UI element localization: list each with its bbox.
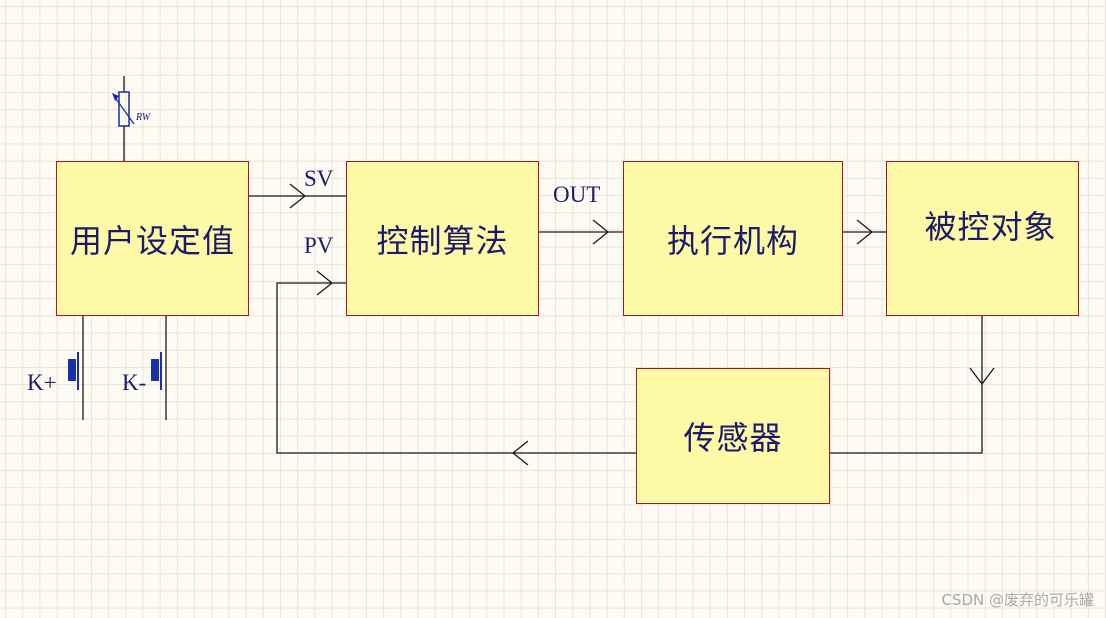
feedback-wire-left — [276, 282, 636, 454]
controlled-object-block: 被控对象 — [886, 161, 1079, 316]
out-arrow — [592, 219, 610, 245]
actuator-to-object-arrow — [856, 219, 874, 245]
sv-arrow — [289, 183, 307, 209]
pv-label: PV — [304, 233, 334, 258]
sv-label: SV — [304, 166, 334, 191]
control-algorithm-label: 控制算法 — [376, 221, 509, 260]
feedback-wire-right — [830, 316, 983, 454]
pv-arrow — [316, 270, 334, 296]
controlled-object-label: 被控对象 — [924, 208, 1057, 246]
potentiometer-arrowhead — [112, 93, 119, 101]
watermark: CSDN @废弃的可乐罐 — [941, 591, 1094, 609]
control-algorithm-block: 控制算法 — [346, 161, 539, 316]
potentiometer-wiper — [113, 95, 135, 125]
user-setpoint-block: 用户设定值 — [56, 161, 249, 316]
down-arrow — [969, 367, 995, 386]
sensor-label: 传感器 — [683, 419, 783, 457]
key-plus-label: K+ — [27, 370, 57, 395]
sensor-block: 传感器 — [636, 368, 830, 504]
user-setpoint-label: 用户设定值 — [69, 221, 235, 260]
key-plus-button-icon — [68, 359, 76, 381]
actuator-label: 执行机构 — [666, 221, 799, 260]
actuator-block: 执行机构 — [623, 161, 843, 316]
out-label: OUT — [553, 182, 601, 207]
potentiometer-label: RW — [136, 112, 151, 123]
key-minus-label: K- — [122, 370, 147, 395]
key-minus-button-icon — [151, 359, 159, 381]
left-arrow — [511, 440, 529, 466]
